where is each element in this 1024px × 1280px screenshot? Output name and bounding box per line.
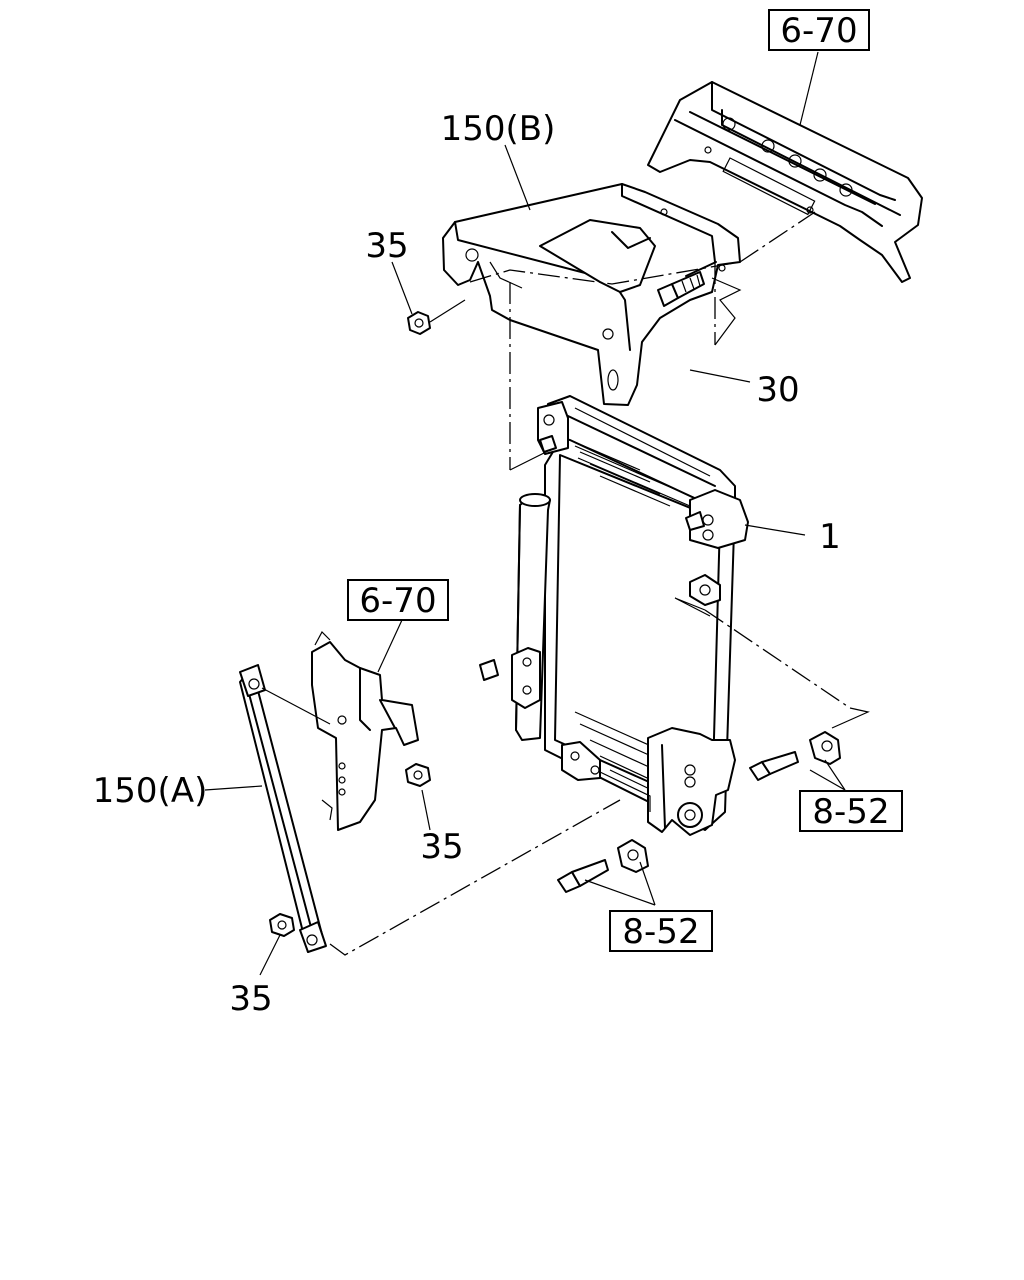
label-part-1: 1 [819, 517, 841, 557]
bracket-150b [442, 183, 741, 406]
nut-35-top [407, 299, 466, 335]
nut-35-bottom [269, 913, 295, 937]
nut-35-mid [405, 763, 431, 787]
label-part-150b: 150(B) [441, 109, 556, 149]
leader-lines [204, 51, 846, 976]
guide-line-1 [469, 261, 741, 285]
bolt-clip-852-right [749, 731, 841, 781]
label-ref-6-70-top: 6-70 [780, 11, 857, 51]
bolt-30 [657, 271, 705, 307]
guide-line-5 [704, 609, 851, 709]
bolt-clip-852-bottom [557, 839, 649, 893]
guide-line-6 [329, 799, 621, 956]
label-ref-8-52-bottom: 8-52 [622, 912, 699, 952]
label-nut-35-top: 35 [365, 226, 408, 266]
mount-bracket-mid [311, 631, 419, 831]
ref-box-6-70-mid [347, 579, 449, 621]
rod-150a [239, 664, 327, 953]
label-ref-6-70-mid: 6-70 [359, 581, 436, 621]
rod-link-line [261, 687, 331, 725]
cross-member-top [647, 81, 923, 283]
label-bolt-30: 30 [756, 370, 799, 410]
guide-line-2 [739, 211, 816, 263]
label-nut-35-mid: 35 [420, 827, 463, 867]
label-part-150a: 150(A) [93, 771, 208, 811]
label-ref-8-52-right: 8-52 [812, 792, 889, 832]
label-nut-35-bottom: 35 [229, 979, 272, 1019]
ref-box-6-70-top [768, 9, 870, 51]
ref-box-8-52-right [799, 790, 903, 832]
ref-box-8-52-bottom [609, 910, 713, 952]
condenser-1 [479, 395, 749, 836]
